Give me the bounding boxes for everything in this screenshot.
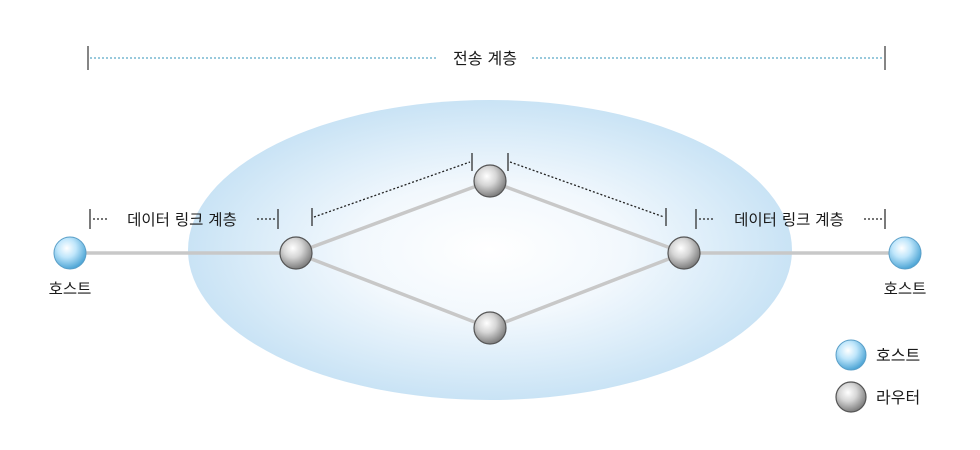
transport-layer-span: 전송 계층: [87, 46, 886, 70]
legend-host-icon: [835, 339, 867, 371]
datalink-right-label: 데이터 링크 계층: [734, 211, 844, 229]
datalink-left-label: 데이터 링크 계층: [127, 211, 237, 229]
host-right-node: [888, 236, 922, 270]
legend: 호스트 라우터: [835, 339, 920, 413]
datalink-span-right: 데이터 링크 계층: [695, 209, 886, 229]
link-router-bottom-router-right: [488, 251, 686, 330]
router-right: [667, 236, 701, 270]
network-cloud: [188, 100, 792, 400]
router-datalink-brackets: [311, 153, 667, 226]
host-left-node: [53, 236, 87, 270]
legend-host-label: 호스트: [876, 346, 920, 365]
routers: [279, 164, 701, 345]
transport-layer-label: 전송 계층: [453, 49, 517, 68]
host-left: 호스트: [49, 236, 92, 298]
legend-router-icon: [835, 381, 867, 413]
legend-router-label: 라우터: [876, 388, 920, 407]
bracket-dotted-left: [313, 161, 471, 218]
router-left: [279, 236, 313, 270]
link-router-left-router-top: [294, 179, 492, 255]
links: [68, 179, 907, 330]
router-top: [473, 164, 507, 198]
bracket-dotted-right: [509, 161, 665, 218]
router-bottom: [473, 311, 507, 345]
host-left-label: 호스트: [49, 280, 92, 298]
host-right: 호스트: [884, 236, 927, 298]
datalink-span-left: 데이터 링크 계층: [89, 209, 279, 229]
link-router-left-router-bottom: [294, 251, 492, 330]
link-router-top-router-right: [488, 179, 686, 255]
host-right-label: 호스트: [884, 280, 927, 298]
